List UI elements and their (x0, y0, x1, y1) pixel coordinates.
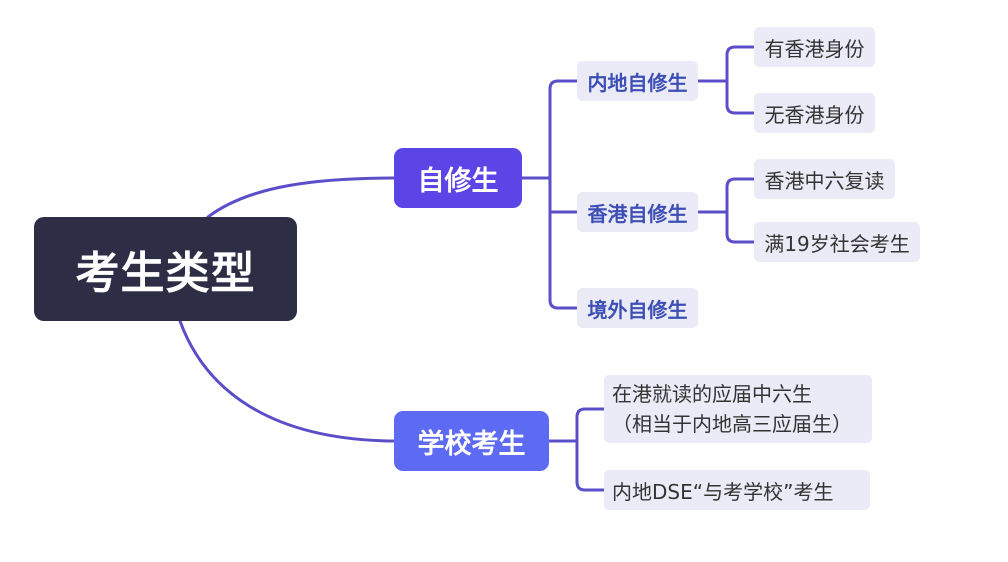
leaf-age19-social-candidate: 满19岁社会考生 (754, 222, 920, 262)
leaf-no-hk-identity: 无香港身份 (754, 93, 875, 133)
sub-hk-label: 香港自修生 (587, 201, 688, 226)
connector-mainland-spine (725, 45, 737, 115)
connector-root-self (206, 176, 396, 219)
leaf-hk-f6-repeat: 香港中六复读 (754, 159, 895, 199)
branch-school-candidate-label: 学校考生 (417, 428, 526, 460)
sub-mainland-label: 内地自修生 (587, 70, 688, 95)
leaf-label: 无香港身份 (764, 102, 865, 127)
leaf-has-hk-identity: 有香港身份 (754, 27, 875, 67)
leaf-label: 有香港身份 (764, 36, 865, 61)
sub-mainland-self-study: 内地自修生 (577, 61, 698, 101)
leaf-label: 内地DSE“与考学校”考生 (612, 479, 834, 504)
sub-overseas-label: 境外自修生 (587, 297, 688, 322)
connector-hk-spine (725, 177, 737, 244)
leaf-line-2: （相当于内地高三应届生） (612, 412, 852, 436)
branch-self-study-label: 自修生 (417, 165, 499, 197)
branch-school-candidate: 学校考生 (394, 411, 549, 471)
leaf-line-1: 在港就读的应届中六生 (612, 382, 812, 406)
sub-hk-self-study: 香港自修生 (577, 192, 698, 232)
connector-root-school (178, 319, 396, 443)
connector-self-spine (548, 79, 560, 310)
leaf-hk-f6-school-student: 在港就读的应届中六生 （相当于内地高三应届生） (604, 375, 872, 443)
sub-overseas-self-study: 境外自修生 (577, 288, 698, 328)
leaf-label: 香港中六复读 (764, 168, 885, 193)
root-label: 考生类型 (75, 248, 256, 299)
branch-self-study: 自修生 (394, 148, 522, 208)
connector-school-spine (575, 407, 587, 492)
leaf-mainland-dse-school-candidate: 内地DSE“与考学校”考生 (604, 470, 870, 510)
leaf-label: 满19岁社会考生 (764, 231, 910, 256)
root-node: 考生类型 (34, 217, 297, 321)
